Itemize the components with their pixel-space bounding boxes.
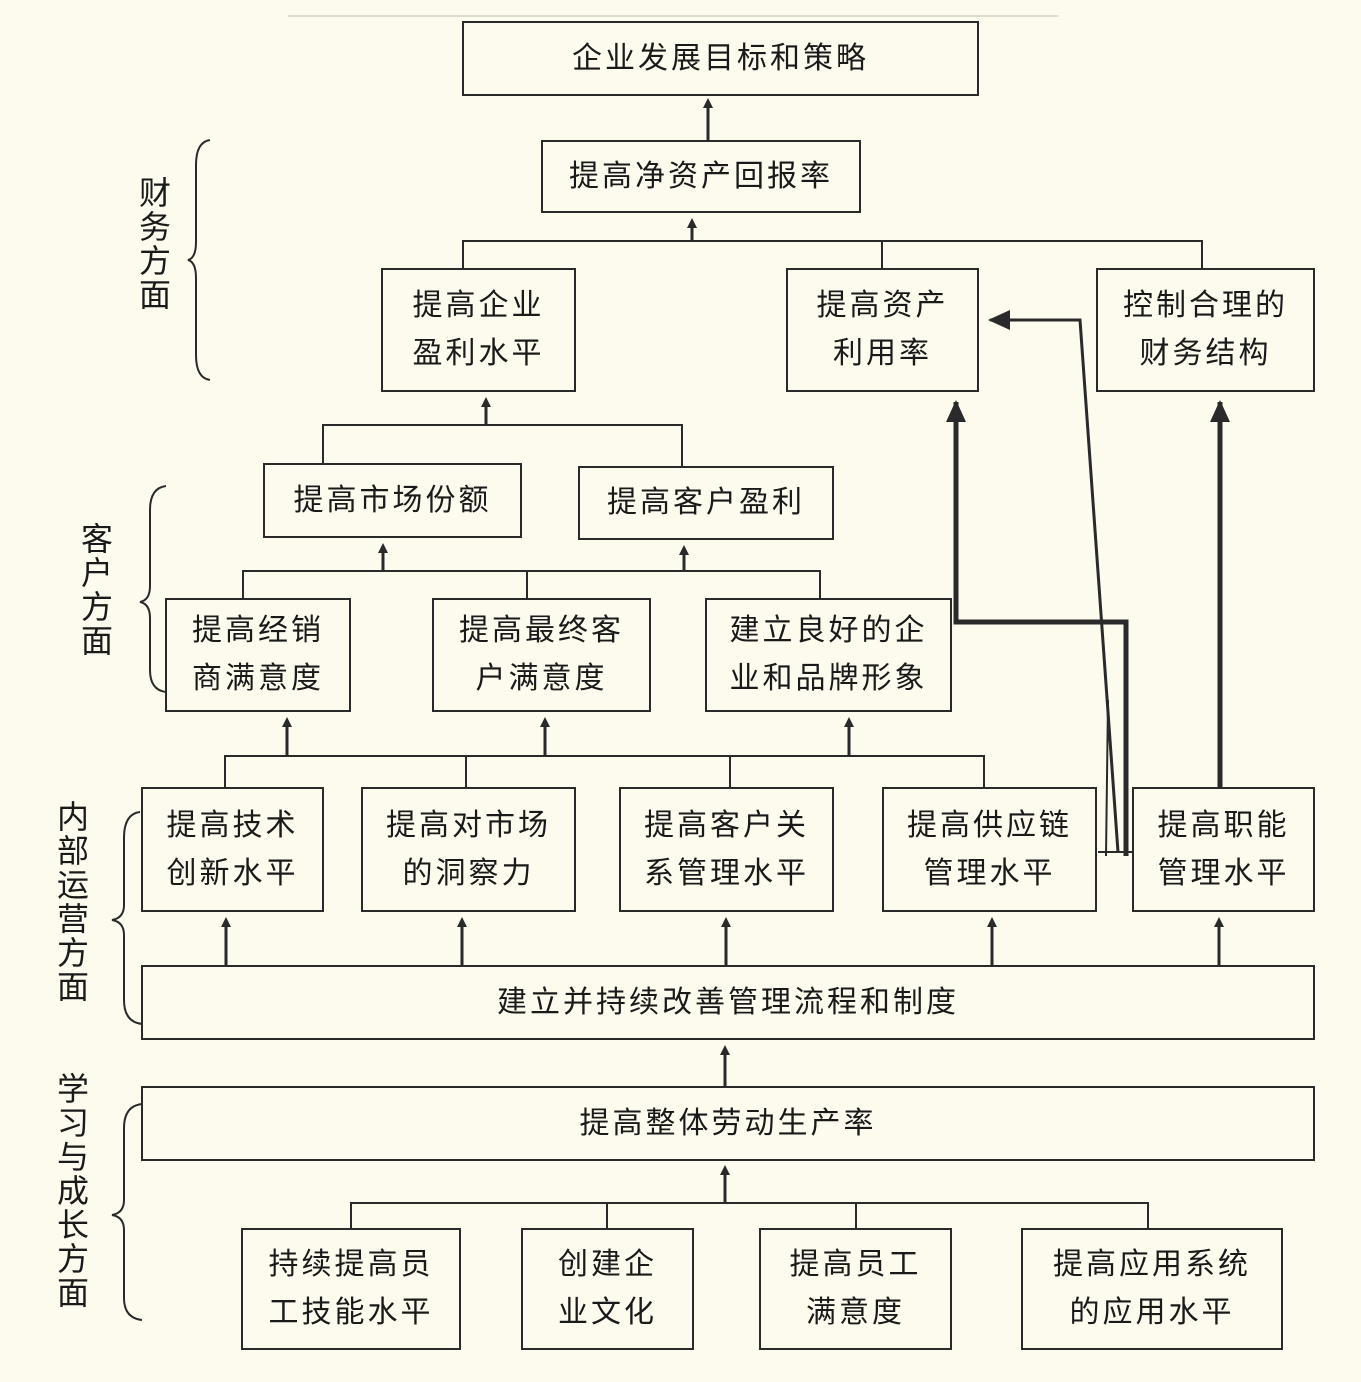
box-tech-innov-line1: 提高技术 bbox=[166, 807, 299, 843]
box-customer-profit-text: 提高客户盈利 bbox=[607, 485, 805, 520]
box-supply-chain-line1: 提高供应链 bbox=[907, 807, 1072, 843]
section-label-finance: 财务方面 bbox=[134, 176, 172, 312]
box-culture: 创建企 业文化 bbox=[521, 1228, 694, 1350]
box-crm-line1: 提高客户关 bbox=[644, 807, 809, 843]
box-tech-innov: 提高技术 创新水平 bbox=[141, 787, 324, 912]
box-functional-mgmt-line2: 管理水平 bbox=[1157, 855, 1290, 891]
box-employee-skill-line1: 持续提高员 bbox=[268, 1247, 434, 1282]
box-brand-image-line1: 建立良好的企 bbox=[729, 613, 928, 648]
box-app-system-line2: 的应用水平 bbox=[1069, 1295, 1235, 1330]
box-culture-line2: 业文化 bbox=[558, 1295, 657, 1330]
section-label-customer: 客户方面 bbox=[76, 522, 114, 658]
box-functional-mgmt-line1: 提高职能 bbox=[1157, 807, 1290, 843]
box-employee-skill: 持续提高员 工技能水平 bbox=[241, 1228, 461, 1350]
box-process: 建立并持续改善管理流程和制度 bbox=[141, 965, 1315, 1040]
box-end-customer-sat-line1: 提高最终客 bbox=[459, 613, 624, 648]
box-app-system: 提高应用系统 的应用水平 bbox=[1021, 1228, 1283, 1350]
box-supply-chain-line2: 管理水平 bbox=[923, 855, 1056, 891]
box-profit: 提高企业 盈利水平 bbox=[381, 268, 576, 392]
box-fin-struct-line1: 控制合理的 bbox=[1123, 288, 1288, 323]
box-productivity: 提高整体劳动生产率 bbox=[141, 1086, 1315, 1161]
box-market-insight: 提高对市场 的洞察力 bbox=[361, 787, 576, 912]
box-market-share-text: 提高市场份额 bbox=[293, 482, 492, 518]
box-market-share: 提高市场份额 bbox=[263, 463, 522, 538]
box-supply-chain: 提高供应链 管理水平 bbox=[882, 787, 1097, 912]
box-customer-profit: 提高客户盈利 bbox=[578, 466, 834, 540]
box-end-customer-sat-line2: 户满意度 bbox=[475, 661, 608, 696]
box-asset-util-line1: 提高资产 bbox=[816, 288, 949, 323]
box-roe-text: 提高净资产回报率 bbox=[569, 158, 833, 194]
box-fin-struct: 控制合理的 财务结构 bbox=[1096, 268, 1315, 392]
box-process-text: 建立并持续改善管理流程和制度 bbox=[497, 984, 959, 1020]
box-employee-skill-line2: 工技能水平 bbox=[268, 1295, 434, 1330]
box-asset-util-line2: 利用率 bbox=[833, 336, 932, 371]
box-employee-sat: 提高员工 满意度 bbox=[759, 1228, 952, 1350]
box-crm: 提高客户关 系管理水平 bbox=[619, 787, 834, 912]
box-dealer-sat-line1: 提高经销 bbox=[192, 613, 324, 648]
box-employee-sat-line1: 提高员工 bbox=[789, 1247, 922, 1282]
box-brand-image: 建立良好的企 业和品牌形象 bbox=[705, 598, 952, 712]
box-roe: 提高净资产回报率 bbox=[541, 140, 861, 213]
box-employee-sat-line2: 满意度 bbox=[806, 1295, 905, 1330]
box-market-insight-line1: 提高对市场 bbox=[386, 807, 551, 843]
box-crm-line2: 系管理水平 bbox=[644, 855, 809, 891]
box-goal: 企业发展目标和策略 bbox=[462, 21, 979, 96]
box-asset-util: 提高资产 利用率 bbox=[786, 268, 979, 392]
box-tech-innov-line2: 创新水平 bbox=[166, 855, 299, 891]
box-functional-mgmt: 提高职能 管理水平 bbox=[1132, 787, 1315, 912]
box-dealer-sat: 提高经销 商满意度 bbox=[165, 598, 351, 712]
box-end-customer-sat: 提高最终客 户满意度 bbox=[432, 598, 651, 712]
box-app-system-line1: 提高应用系统 bbox=[1053, 1247, 1251, 1282]
box-goal-text: 企业发展目标和策略 bbox=[572, 40, 869, 76]
box-profit-line1: 提高企业 bbox=[412, 288, 545, 323]
box-market-insight-line2: 的洞察力 bbox=[402, 855, 535, 891]
box-brand-image-line2: 业和品牌形象 bbox=[729, 661, 928, 696]
section-label-learning: 学习与成长方面 bbox=[52, 1072, 90, 1310]
section-label-internal: 内部运营方面 bbox=[52, 800, 90, 1004]
box-fin-struct-line2: 财务结构 bbox=[1139, 336, 1272, 371]
box-culture-line1: 创建企 bbox=[558, 1247, 657, 1282]
box-profit-line2: 盈利水平 bbox=[412, 336, 545, 371]
box-productivity-text: 提高整体劳动生产率 bbox=[579, 1105, 877, 1141]
box-dealer-sat-line2: 商满意度 bbox=[192, 661, 324, 696]
